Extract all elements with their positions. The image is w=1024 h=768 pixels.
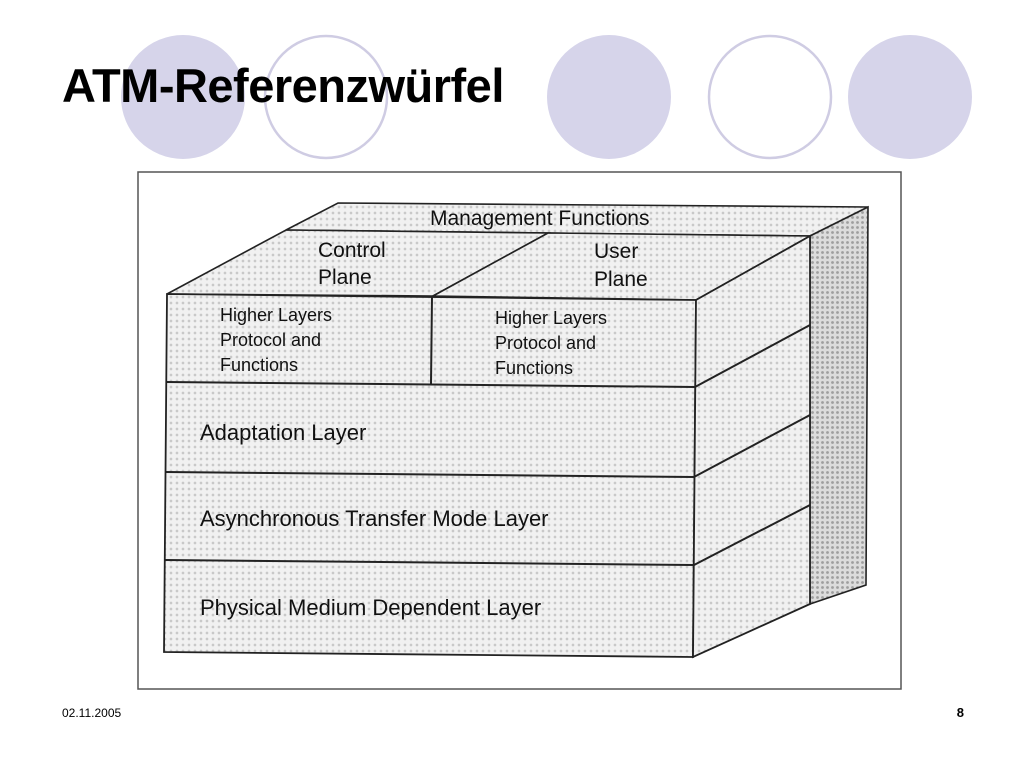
control-plane-label-line1: Control	[318, 239, 386, 262]
slide-title: ATM-Referenzwürfel	[62, 59, 504, 112]
higher-layers-control-line3: Functions	[220, 355, 298, 375]
side-layer-divider	[693, 414, 811, 478]
side-layer-divider	[693, 504, 811, 566]
atm-layer-label: Asynchronous Transfer Mode Layer	[200, 506, 549, 531]
higher-layers-user-line2: Protocol and	[495, 333, 596, 353]
decorative-circles	[121, 34, 972, 160]
adaptation-layer-label: Adaptation Layer	[200, 420, 366, 445]
deco-circle-outline	[263, 34, 389, 160]
control-plane-label-line2: Plane	[318, 266, 372, 289]
higher-layers-user-line1: Higher Layers	[495, 308, 607, 328]
plane-divider	[430, 295, 433, 385]
pmd-layer-label: Physical Medium Dependent Layer	[200, 595, 541, 620]
higher-layers-user-line3: Functions	[495, 358, 573, 378]
management-functions-label: Management Functions	[430, 207, 649, 230]
deco-circle-filled	[121, 35, 245, 159]
side-layer-divider	[694, 324, 811, 388]
deco-circle-filled	[848, 35, 972, 159]
higher-layers-control-line2: Protocol and	[220, 330, 321, 350]
deco-circle-outline	[707, 34, 833, 160]
layer-divider	[164, 559, 695, 566]
management-side-face	[809, 205, 869, 606]
page-number: 8	[956, 705, 964, 720]
layer-divider	[164, 471, 695, 478]
user-plane-label-line1: User	[594, 240, 638, 263]
footer-date: 02.11.2005	[62, 706, 122, 720]
layer-divider	[165, 381, 696, 388]
deco-circle-filled	[547, 35, 671, 159]
higher-layers-control-line1: Higher Layers	[220, 305, 332, 325]
user-plane-label-line2: Plane	[594, 268, 648, 291]
